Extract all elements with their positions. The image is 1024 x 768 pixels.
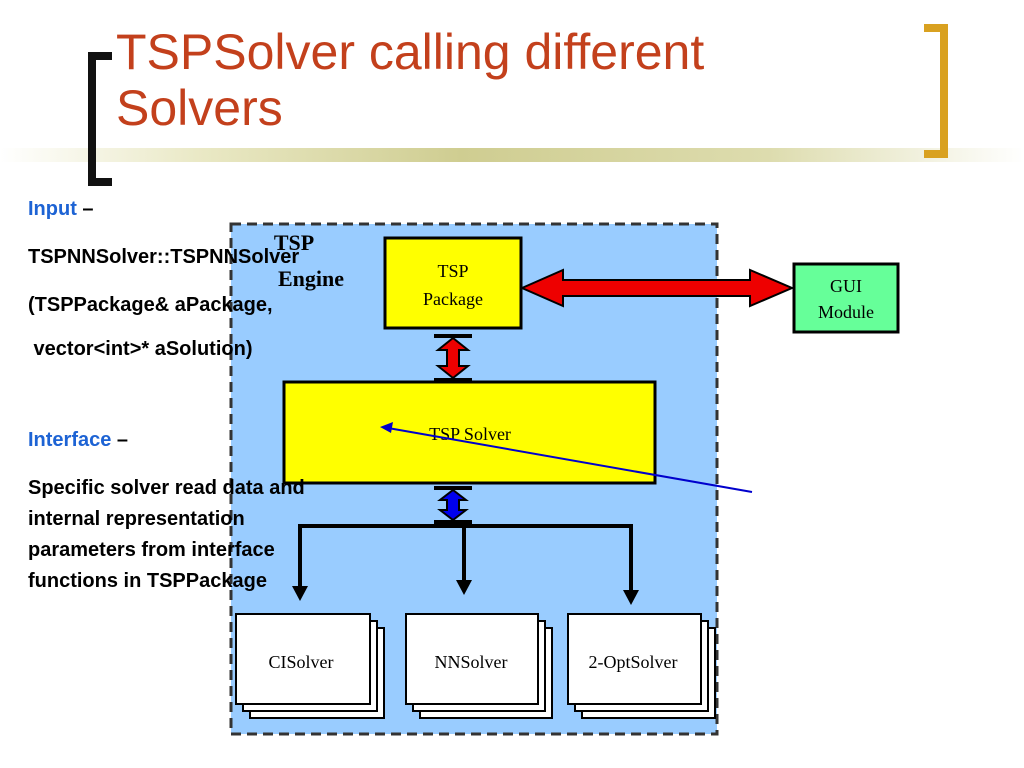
package-solver-double-arrow <box>434 334 472 382</box>
package-label-line-1: TSP <box>437 261 468 281</box>
gui-label-line-2: Module <box>818 302 874 322</box>
left-bracket-icon <box>88 52 112 186</box>
interface-description: Specific solver read data and internal r… <box>28 473 408 597</box>
engine-label-line-1: TSP <box>274 230 314 255</box>
input-heading: Input – <box>28 198 408 221</box>
engine-label-line-2: Engine <box>278 266 344 291</box>
arrowhead-2optsolver-icon <box>623 590 639 605</box>
description-line-2: internal representation <box>28 508 245 530</box>
nnsolver-label: NNSolver <box>435 652 508 672</box>
signature-line-3: vector<int>* aSolution) <box>28 338 253 360</box>
input-dash: – <box>76 198 94 220</box>
description-line-3: parameters from interface <box>28 539 275 561</box>
nnsolver-stack <box>405 613 553 719</box>
cisolver-stack <box>235 613 385 719</box>
gui-label-line-1: GUI <box>830 276 862 296</box>
interface-heading: Interface – <box>28 429 408 452</box>
arrowhead-cisolver-icon <box>292 586 308 601</box>
signature-line-1: TSPNNSolver::TSPNNSolver <box>28 246 300 268</box>
solver-branch-lines <box>298 524 633 592</box>
pointer-line <box>387 427 753 493</box>
signature-line-2: (TSPPackage& aPackage, <box>28 294 273 316</box>
slide-title: TSPSolver calling different Solvers <box>116 24 704 136</box>
cisolver-label: CISolver <box>269 652 334 672</box>
2optsolver-stack <box>567 613 716 719</box>
solver-branch-double-arrow <box>434 486 472 524</box>
input-label: Input <box>28 198 77 220</box>
solver-label: TSP Solver <box>429 424 511 444</box>
title-line-1: TSPSolver calling different <box>116 24 705 80</box>
2optsolver-label: 2-OptSolver <box>589 652 678 672</box>
description-line-4: functions in TSPPackage <box>28 570 267 592</box>
pointer-arrowhead-icon <box>380 422 393 433</box>
tsp-solver-box <box>282 380 657 485</box>
package-gui-double-arrow <box>519 268 795 308</box>
interface-label: Interface <box>28 429 112 451</box>
package-label-line-2: Package <box>423 289 483 309</box>
description-line-1: Specific solver read data and <box>28 477 305 499</box>
tsp-package-box <box>383 236 523 330</box>
title-underline-band <box>0 148 1024 162</box>
right-bracket-icon <box>924 24 948 158</box>
arrowhead-nnsolver-icon <box>456 580 472 595</box>
interface-dash: – <box>111 429 129 451</box>
gui-module-box <box>792 262 900 334</box>
title-line-2: Solvers <box>116 80 283 136</box>
